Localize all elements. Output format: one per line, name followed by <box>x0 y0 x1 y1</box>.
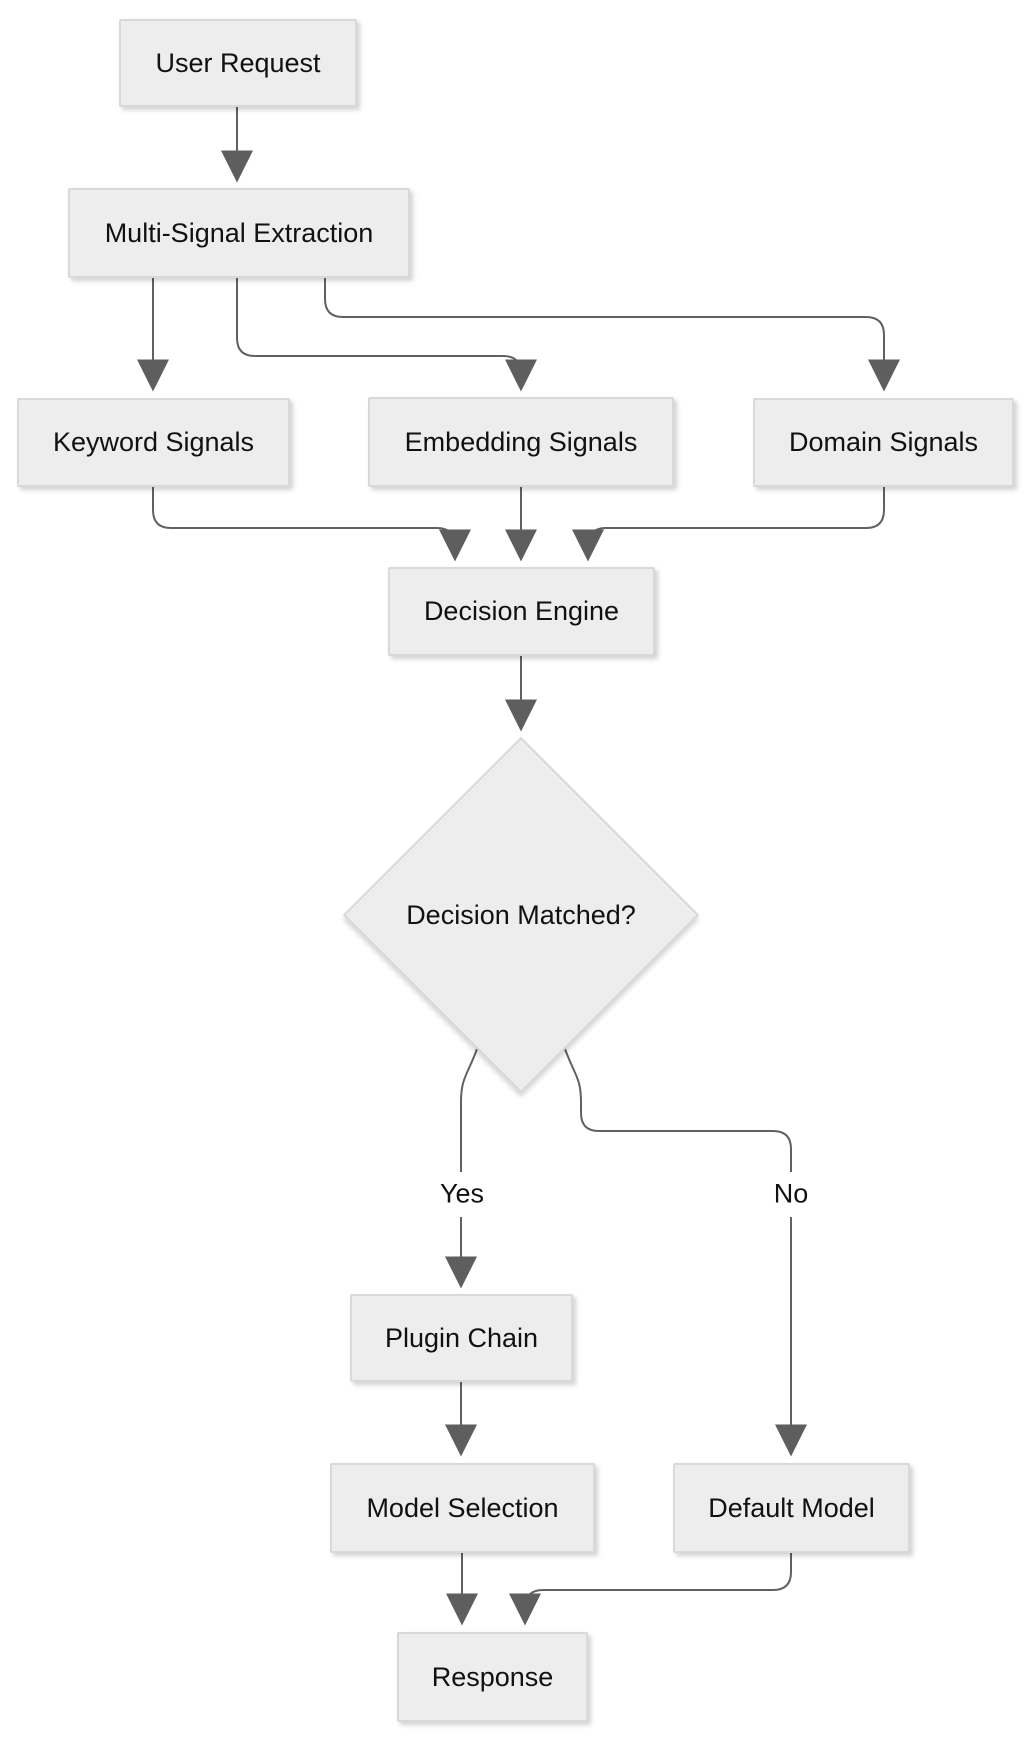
edge-yes-upper-segment <box>460 1048 478 1172</box>
edge-label-yes: Yes <box>435 1178 489 1210</box>
node-decision-engine: Decision Engine <box>388 567 655 656</box>
edge-keyword-signals-to-decision-engine <box>152 487 471 562</box>
node-default-model: Default Model <box>673 1463 910 1553</box>
edge-domain-signals-to-decision-engine <box>572 487 885 562</box>
node-user-request: User Request <box>119 19 357 107</box>
edge-multi-signal-to-domain-signals <box>324 278 900 392</box>
node-multi-signal-extraction: Multi-Signal Extraction <box>68 188 410 278</box>
node-embedding-signals: Embedding Signals <box>368 397 674 487</box>
edge-no-upper-segment <box>564 1048 792 1172</box>
edge-multi-signal-to-embedding-signals <box>236 278 537 392</box>
node-domain-signals: Domain Signals <box>753 398 1014 487</box>
node-response: Response <box>397 1632 588 1722</box>
node-plugin-chain: Plugin Chain <box>350 1294 573 1382</box>
edge-label-no: No <box>769 1178 813 1210</box>
node-decision-matched-label: Decision Matched? <box>406 899 636 930</box>
node-model-selection: Model Selection <box>330 1463 595 1553</box>
edge-default-model-to-response <box>509 1553 792 1626</box>
node-keyword-signals: Keyword Signals <box>17 398 290 487</box>
